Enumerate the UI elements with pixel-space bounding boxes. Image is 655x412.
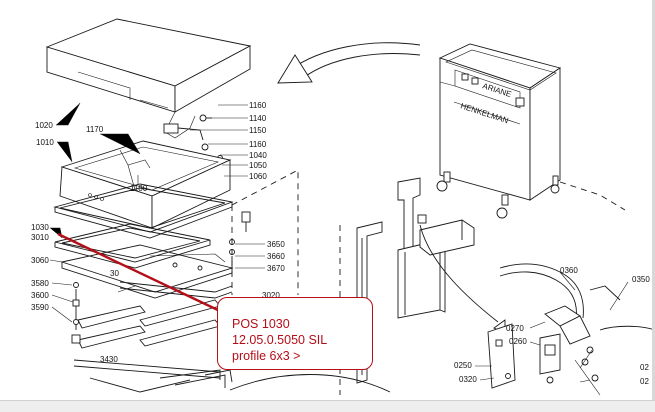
part-label-0260: 0260 — [509, 337, 527, 346]
lid-part — [45, 18, 252, 139]
support-bars-part — [73, 281, 233, 393]
part-label-3660: 3660 — [267, 252, 285, 261]
part-label-3590: 3590 — [31, 303, 49, 312]
viewer-right-edge — [652, 0, 655, 411]
callout-article-number: 12.05.0.5050 SIL — [232, 333, 328, 347]
part-label-1010: 1010 — [36, 138, 54, 147]
part-label-1050: 1050 — [249, 161, 267, 170]
right-fasteners — [229, 211, 251, 270]
valve-detail — [487, 263, 621, 396]
part-label-0360: 0360 — [560, 266, 578, 275]
part-label-3580: 3580 — [31, 279, 49, 288]
side-bracket-parts — [356, 177, 475, 384]
direction-arrow — [277, 42, 421, 84]
part-label-1020: 1020 — [35, 121, 53, 130]
callout-position: POS 1030 — [232, 317, 290, 331]
part-label-1160-b: 1160 — [249, 140, 267, 149]
part-label-3670: 3670 — [267, 264, 285, 273]
callout-pointer-line — [57, 232, 223, 314]
pipe-stub — [599, 325, 655, 331]
part-label-1150: 1150 — [249, 126, 267, 135]
part-label-3650: 3650 — [267, 240, 285, 249]
part-label-3060: 3060 — [31, 256, 49, 265]
left-fasteners — [71, 282, 81, 344]
part-label-1030: 1030 — [31, 223, 49, 232]
part-label-02-b: 02 — [640, 377, 649, 386]
part-label-1160: 1160 — [249, 101, 267, 110]
part-info-callout[interactable]: POS 1030 12.05.0.5050 SIL profile 6x3 > — [217, 297, 373, 370]
part-label-1140: 1140 — [249, 114, 267, 123]
part-label-3010: 3010 — [31, 233, 49, 242]
callout-description-link[interactable]: profile 6x3 > — [232, 349, 301, 363]
leader-lines — [49, 102, 629, 383]
part-label-0320: 0320 — [459, 375, 477, 384]
part-label-0270: 0270 — [506, 324, 524, 333]
viewer-bottom-scrollbar[interactable] — [0, 400, 655, 412]
part-label-3020: 3020 — [262, 291, 280, 300]
dashed-housing-outline — [231, 169, 341, 395]
part-label-30: 30 — [110, 269, 119, 278]
part-label-0250: 0250 — [454, 361, 472, 370]
part-label-1060: 1060 — [249, 172, 267, 181]
part-label-3430: 3430 — [100, 355, 118, 364]
part-number-labels: 1160 1140 1150 1160 1040 1050 1060 1020 … — [31, 101, 650, 386]
part-label-1180: 1180 — [130, 184, 148, 193]
part-label-1170: 1170 — [86, 125, 104, 134]
heating-frame-part — [54, 223, 234, 299]
base-arc — [229, 374, 391, 393]
part-label-3600: 3600 — [31, 291, 49, 300]
vacuum-machine: ARIANE HENKELMAN — [436, 43, 626, 219]
part-label-0350: 0350 — [632, 275, 650, 284]
part-label-02-a: 02 — [640, 363, 649, 372]
part-label-1040: 1040 — [249, 151, 267, 160]
